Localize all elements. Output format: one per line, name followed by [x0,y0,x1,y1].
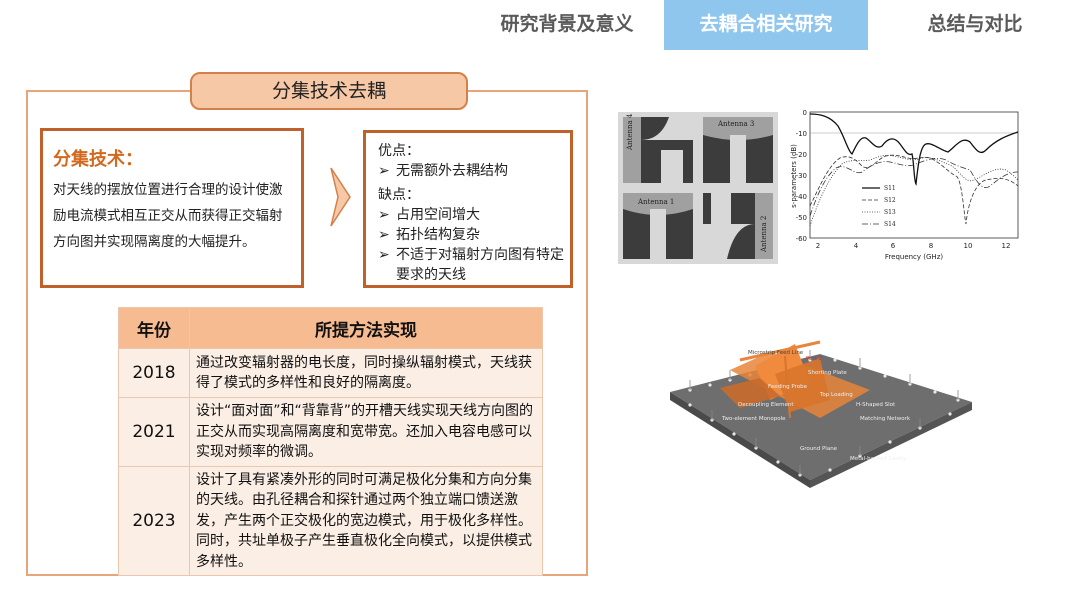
row-desc: 设计“面对面”和“背靠背”的开槽天线实现天线方向图的正交从而实现高隔离度和宽带宽… [189,397,543,467]
y-tick: -30 [796,172,807,180]
antenna-structure-figure: Microstrip Feed Line Port 2 Feeding Prob… [660,330,980,500]
label-ground-plane: Ground Plane [800,446,838,452]
x-tick: 6 [891,242,896,250]
y-tick: -40 [796,193,807,201]
row-desc: 通过改变辐射器的电长度，同时操纵辐射模式，天线获得了模式的多样性和良好的隔离度。 [189,348,543,398]
header-year: 年份 [118,307,190,349]
label-decoupling-element: Decoupling Element [738,402,794,408]
y-tick: -10 [796,130,807,138]
row-year: 2021 [118,397,190,467]
label-matching-network: Matching Network [860,416,911,422]
x-axis-label: Frequency (GHz) [885,253,943,261]
cons-item: ➢ 拓扑结构复杂 [378,225,564,245]
bullet-icon: ➢ [378,163,390,179]
tab-decoupling-research[interactable]: 去耦合相关研究 [664,0,868,50]
table-row: 2021 设计“面对面”和“背靠背”的开槽天线实现天线方向图的正交从而实现高隔离… [118,397,543,467]
cons-item-text: 占用空间增大 [396,207,480,223]
table-row: 2018 通过改变辐射器的电长度，同时操纵辐射模式，天线获得了模式的多样性和良好… [118,348,543,398]
definition-heading: 分集技术： [53,149,143,170]
pros-title: 优点： [378,143,420,159]
section-title: 分集技术去耦 [190,72,468,110]
cons-item: ➢ 占用空间增大 [378,205,564,225]
cons-item: ➢ 不适于对辐射方向图有特定要求的天线 [378,245,564,285]
table-header-row: 年份 所提方法实现 [118,307,543,349]
right-arrow-icon [330,167,351,227]
bullet-icon: ➢ [378,207,390,223]
legend-s13: S13 [884,209,896,216]
label-feed-line: Microstrip Feed Line [748,350,804,356]
label-feeding-probe: Feeding Probe [768,384,808,390]
y-tick: -60 [796,235,807,243]
definition-text: 对天线的摆放位置进行合理的设计使激励电流模式相互正交从而获得正交辐射方向图并实现… [53,182,283,250]
x-tick: 4 [854,242,859,250]
label-port-2: Port 2 [806,356,822,362]
label-h-slot: H-Shaped Slot [856,402,896,408]
antenna-1-label: Antenna 1 [637,198,674,206]
row-year: 2023 [118,465,190,576]
table-row: 2023 设计了具有紧凑外形的同时可满足极化分集和方向分集的天线。由孔径耦合和探… [118,465,543,576]
pros-item: ➢ 无需额外去耦结构 [378,161,564,181]
bullet-icon: ➢ [378,247,390,263]
label-cavity: Metal-backed Cavity [850,456,907,462]
antenna-layout-figure: Antenna 4 Antenna 3 Antenna 1 Antenna 2 [618,112,778,264]
cons-item-text: 拓扑结构复杂 [396,227,480,243]
row-desc: 设计了具有紧凑外形的同时可满足极化分集和方向分集的天线。由孔径耦合和探针通过两个… [189,465,543,576]
header-method: 所提方法实现 [189,307,543,349]
definition-box: 分集技术： 对天线的摆放位置进行合理的设计使激励电流模式相互正交从而获得正交辐射… [40,128,304,288]
cons-title: 缺点： [378,187,420,203]
top-nav: 研究背景及意义 去耦合相关研究 总结与对比 [472,0,1080,50]
pros-item-text: 无需额外去耦结构 [396,163,508,179]
row-year: 2018 [118,348,190,398]
tab-background[interactable]: 研究背景及意义 [500,13,634,35]
legend-s12: S12 [884,197,896,204]
pros-cons-box: 优点： ➢ 无需额外去耦结构 缺点： ➢ 占用空间增大 ➢ 拓扑结构复杂 ➢ 不适于对辐… [363,130,573,288]
legend-s11: S11 [884,185,896,192]
tab-summary[interactable]: 总结与对比 [927,13,1023,35]
antenna-2-label: Antenna 2 [760,216,768,253]
x-tick: 8 [929,242,933,250]
x-tick: 10 [964,242,973,250]
legend-s14: S14 [884,221,896,228]
antenna-3-label: Antenna 3 [717,120,754,128]
s-parameter-chart: 0 -10 -20 -30 -40 -50 -60 2 4 6 8 10 12 … [790,106,1024,264]
bullet-icon: ➢ [378,227,390,243]
methods-table: 年份 所提方法实现 2018 通过改变辐射器的电长度，同时操纵辐射模式，天线获得… [118,307,543,576]
y-axis-label: s-parameters (dB) [790,144,798,208]
cons-item-text: 不适于对辐射方向图有特定要求的天线 [396,247,564,283]
x-tick: 12 [1002,242,1011,250]
label-monopole: Two-element Monopole [721,416,786,422]
x-tick: 2 [816,242,820,250]
label-top-loading: Top Loading [819,392,853,398]
label-shorting-plate: Shorting Plate [808,370,847,376]
y-tick: 0 [803,109,807,117]
y-tick: -20 [796,151,807,159]
y-tick: -50 [796,214,807,222]
antenna-4-label: Antenna 4 [626,113,634,151]
